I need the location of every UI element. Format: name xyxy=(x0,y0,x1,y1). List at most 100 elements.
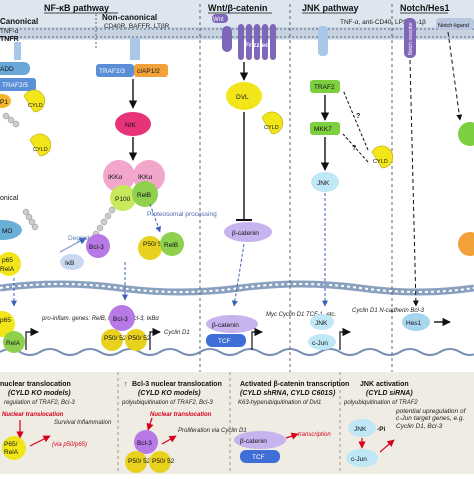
c1-title: nuclear translocation xyxy=(0,381,71,388)
traf2-label: TRAF2 xyxy=(314,84,335,91)
c3-tcf-node xyxy=(240,450,280,463)
c1-nuclear: Nuclear translocation xyxy=(2,412,64,418)
frizzled-label: Frizzled xyxy=(245,42,269,49)
dvl-node xyxy=(226,82,262,110)
c4-cjun-label: c-Jun xyxy=(351,456,367,463)
c2-arrow: ↑ xyxy=(124,381,128,388)
p5052-node-3 xyxy=(125,329,147,351)
c2-bcl3-node xyxy=(134,430,158,454)
c4-jnk-node xyxy=(348,419,376,437)
notch-ligand xyxy=(436,18,474,30)
hes1-label: Hes1 xyxy=(406,320,422,327)
nuclear-jnk-node xyxy=(310,314,334,330)
cyld-label-4: CYLD xyxy=(373,159,388,165)
tradd-node xyxy=(0,62,30,75)
c3-beta-catenin xyxy=(234,431,286,449)
p5052-label-1: P50/ 52 xyxy=(143,241,166,248)
c1-outcome: Survival Inflammation xyxy=(54,420,112,426)
c4-outcome: potential upregulation of c-Jun target g… xyxy=(396,408,466,430)
ikb-label: IκB xyxy=(65,260,74,267)
nuclear-beta-catenin xyxy=(206,315,258,333)
beta-catenin-node xyxy=(224,222,272,242)
c2-title: Bcl-3 nuclear translocation xyxy=(132,381,222,388)
c3-note: K63-hyperubiquitination of Dvl1 xyxy=(238,400,321,406)
c4-jnk-label: JNK xyxy=(354,426,367,433)
nuclear-jnk-label: JNK xyxy=(315,320,328,327)
mkk7-node xyxy=(310,122,340,135)
jnk-label: JNK xyxy=(317,180,330,187)
c4-title: JNK activation xyxy=(360,381,409,388)
nuclear-rela-label: RelA xyxy=(6,340,21,347)
c2-p5052-label-1: P50/ 52 xyxy=(128,458,151,465)
c4-outcome-box: potential upregulation of c-Jun target g… xyxy=(396,408,466,430)
c3-tcf-label: TCF xyxy=(252,454,265,461)
ubiquitin-chain-2 xyxy=(22,208,39,231)
c2-bcl3-label: Bcl-3 xyxy=(137,440,152,447)
outcome-panel xyxy=(0,372,474,474)
p5052-node-1 xyxy=(138,236,162,260)
p65-label: p65 xyxy=(2,257,13,264)
proteosomal-label: Proteosomal processing xyxy=(147,211,217,218)
c1-p65-node xyxy=(2,436,26,460)
tcf-label: TCF xyxy=(218,338,231,345)
c2-note: polyubiquitination of TRAF2, Bcl-3 xyxy=(121,400,213,406)
nuclear-p65-label: p65 xyxy=(0,317,11,324)
tnfr-label: TNFR xyxy=(0,36,19,43)
frizzled-receptor xyxy=(238,24,276,60)
nuclear-rela-node xyxy=(3,331,25,353)
bcl3-label-1: Bcl-3 xyxy=(89,244,104,251)
tnfr-receptor xyxy=(14,42,21,60)
relb-node-2 xyxy=(160,232,184,256)
c4-sub: (CYLD siRNA) xyxy=(366,390,413,397)
ikb-node xyxy=(60,254,84,270)
bcl3-targets: Cyclin D1 xyxy=(164,330,190,336)
cyld-pacman-4 xyxy=(371,145,394,169)
notch-node-1 xyxy=(458,122,474,146)
question-mark-1: ? xyxy=(356,113,360,120)
bcl3-label-2: Bcl-3 xyxy=(113,316,128,323)
jnk-ligands: TNF-α, anti-CD40, LPS, IL-1β xyxy=(340,19,426,26)
noncanon-receptor xyxy=(130,38,140,60)
notch-receptor xyxy=(404,18,416,58)
mkk7-label: MKK7 xyxy=(314,126,332,133)
c4-pi-label: -Pi xyxy=(377,426,386,433)
non-canonical-header: Non-canonical xyxy=(102,13,157,22)
wnt-label: Wnt xyxy=(213,17,224,23)
relb-node-1 xyxy=(132,181,158,207)
nuclear-p65-node xyxy=(0,311,15,337)
cyld-label-2: CYLD xyxy=(33,147,48,153)
notch-node-2 xyxy=(458,232,474,256)
p65-node xyxy=(0,252,21,276)
c1-sub: (CYLD KO models) xyxy=(8,390,71,397)
jnk-receptor xyxy=(318,26,328,56)
p5052-label-2: P50/ 52 xyxy=(104,335,127,342)
ikka-node-1 xyxy=(103,160,135,192)
nuclear-beta-catenin-label: β-catenin xyxy=(212,322,239,329)
c2-p5052-node-1 xyxy=(125,451,147,473)
nfkb-header: NF-κB pathway xyxy=(44,3,109,13)
traf2-node xyxy=(310,80,340,93)
c1-p65-label: P65/ xyxy=(4,441,18,448)
c1-via: (via p50/p65) xyxy=(52,442,87,448)
relb-label-1: RelB xyxy=(137,192,151,199)
p5052-node-2 xyxy=(101,329,123,351)
traf23-node xyxy=(96,64,134,77)
c3-beta-catenin-label: β-catenin xyxy=(240,438,267,445)
ikka-label-2: IKKα xyxy=(138,174,152,181)
tcf-node xyxy=(206,334,246,347)
cjun-node xyxy=(308,334,336,350)
c2-p5052-label-2: P50/ 52 xyxy=(152,458,175,465)
cyld-pacman-3 xyxy=(261,111,284,135)
wnt-header: Wnt/β-catenin xyxy=(208,3,268,13)
traf23-label: TRAF2/3 xyxy=(99,68,125,75)
question-mark-2: ? xyxy=(352,145,356,152)
p100-label: P100 xyxy=(115,196,131,203)
jnk-targets: Cyclin D1 N-cadherin Bcl-3 xyxy=(352,308,425,314)
nemo-label: MO xyxy=(2,228,12,235)
tradd-label: ADD xyxy=(0,66,14,73)
p5052-label-3: P50/ 52 xyxy=(128,335,151,342)
jnk-header: JNK pathway xyxy=(302,3,359,13)
dna-strand xyxy=(0,348,474,356)
ciap-label: cIAP1/2 xyxy=(137,68,160,75)
